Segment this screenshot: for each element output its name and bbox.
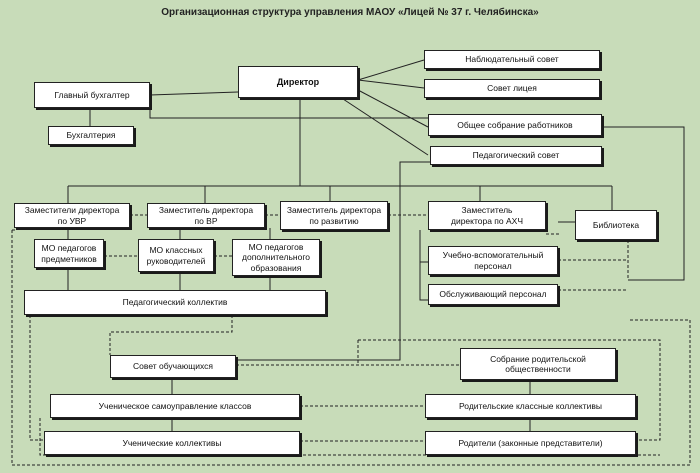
parent-assembly-box: Собрание родительской общественности — [460, 348, 616, 380]
connector-line — [149, 106, 428, 119]
dashed-connector — [358, 339, 661, 441]
general-meeting-box: Общее собрание работников — [428, 114, 602, 136]
library-box: Библиотека — [575, 210, 657, 240]
student-collectives-box: Ученические коллективы — [44, 431, 300, 455]
connector-line — [357, 89, 429, 128]
mo-additional-box: МО педагогов дополнительного образования — [232, 239, 320, 276]
connector-line — [357, 59, 425, 81]
dashed-connector — [39, 418, 660, 456]
deputy-ahch-box: Заместитель директора по АХЧ — [428, 201, 546, 230]
connector-line — [236, 161, 430, 361]
deputy-dev-box: Заместитель директора по развитию — [280, 201, 388, 230]
supervisory-council-box: Наблюдательный совет — [424, 50, 600, 69]
dashed-connector — [11, 230, 691, 466]
connector-line — [339, 96, 429, 156]
connector-line — [149, 91, 239, 96]
service-staff-box: Обслуживающий персонал — [428, 284, 558, 305]
dashed-connector — [109, 315, 233, 355]
mo-subject-box: МО педагогов предметников — [34, 239, 104, 268]
dashed-connector — [29, 300, 50, 441]
chief-accountant-box: Главный бухгалтер — [34, 82, 150, 108]
ped-collective-box: Педагогический коллектив — [24, 290, 326, 315]
deputy-vr-box: Заместитель директора по ВР — [147, 203, 265, 228]
connector-line — [602, 126, 685, 281]
student-council-box: Совет обучающихся — [110, 355, 236, 378]
ped-council-box: Педагогический совет — [430, 146, 602, 165]
mo-class-box: МО классных руководителей — [138, 239, 214, 272]
director-box: Директор — [238, 66, 358, 98]
connector-line — [419, 230, 428, 301]
diagram-title: Организационная структура управления МАО… — [161, 7, 539, 18]
support-staff-box: Учебно-вспомогательный персонал — [428, 246, 558, 275]
class-self-gov-box: Ученическое самоуправление классов — [50, 394, 300, 418]
deputy-uvr-box: Заместители директора по УВР — [14, 203, 130, 228]
parent-collectives-box: Родительские классные коллективы — [425, 394, 636, 418]
parents-box: Родители (законные представители) — [425, 431, 636, 455]
lyceum-council-box: Совет лицея — [424, 79, 600, 98]
connector-line — [357, 79, 425, 89]
accounting-box: Бухгалтерия — [48, 126, 134, 145]
